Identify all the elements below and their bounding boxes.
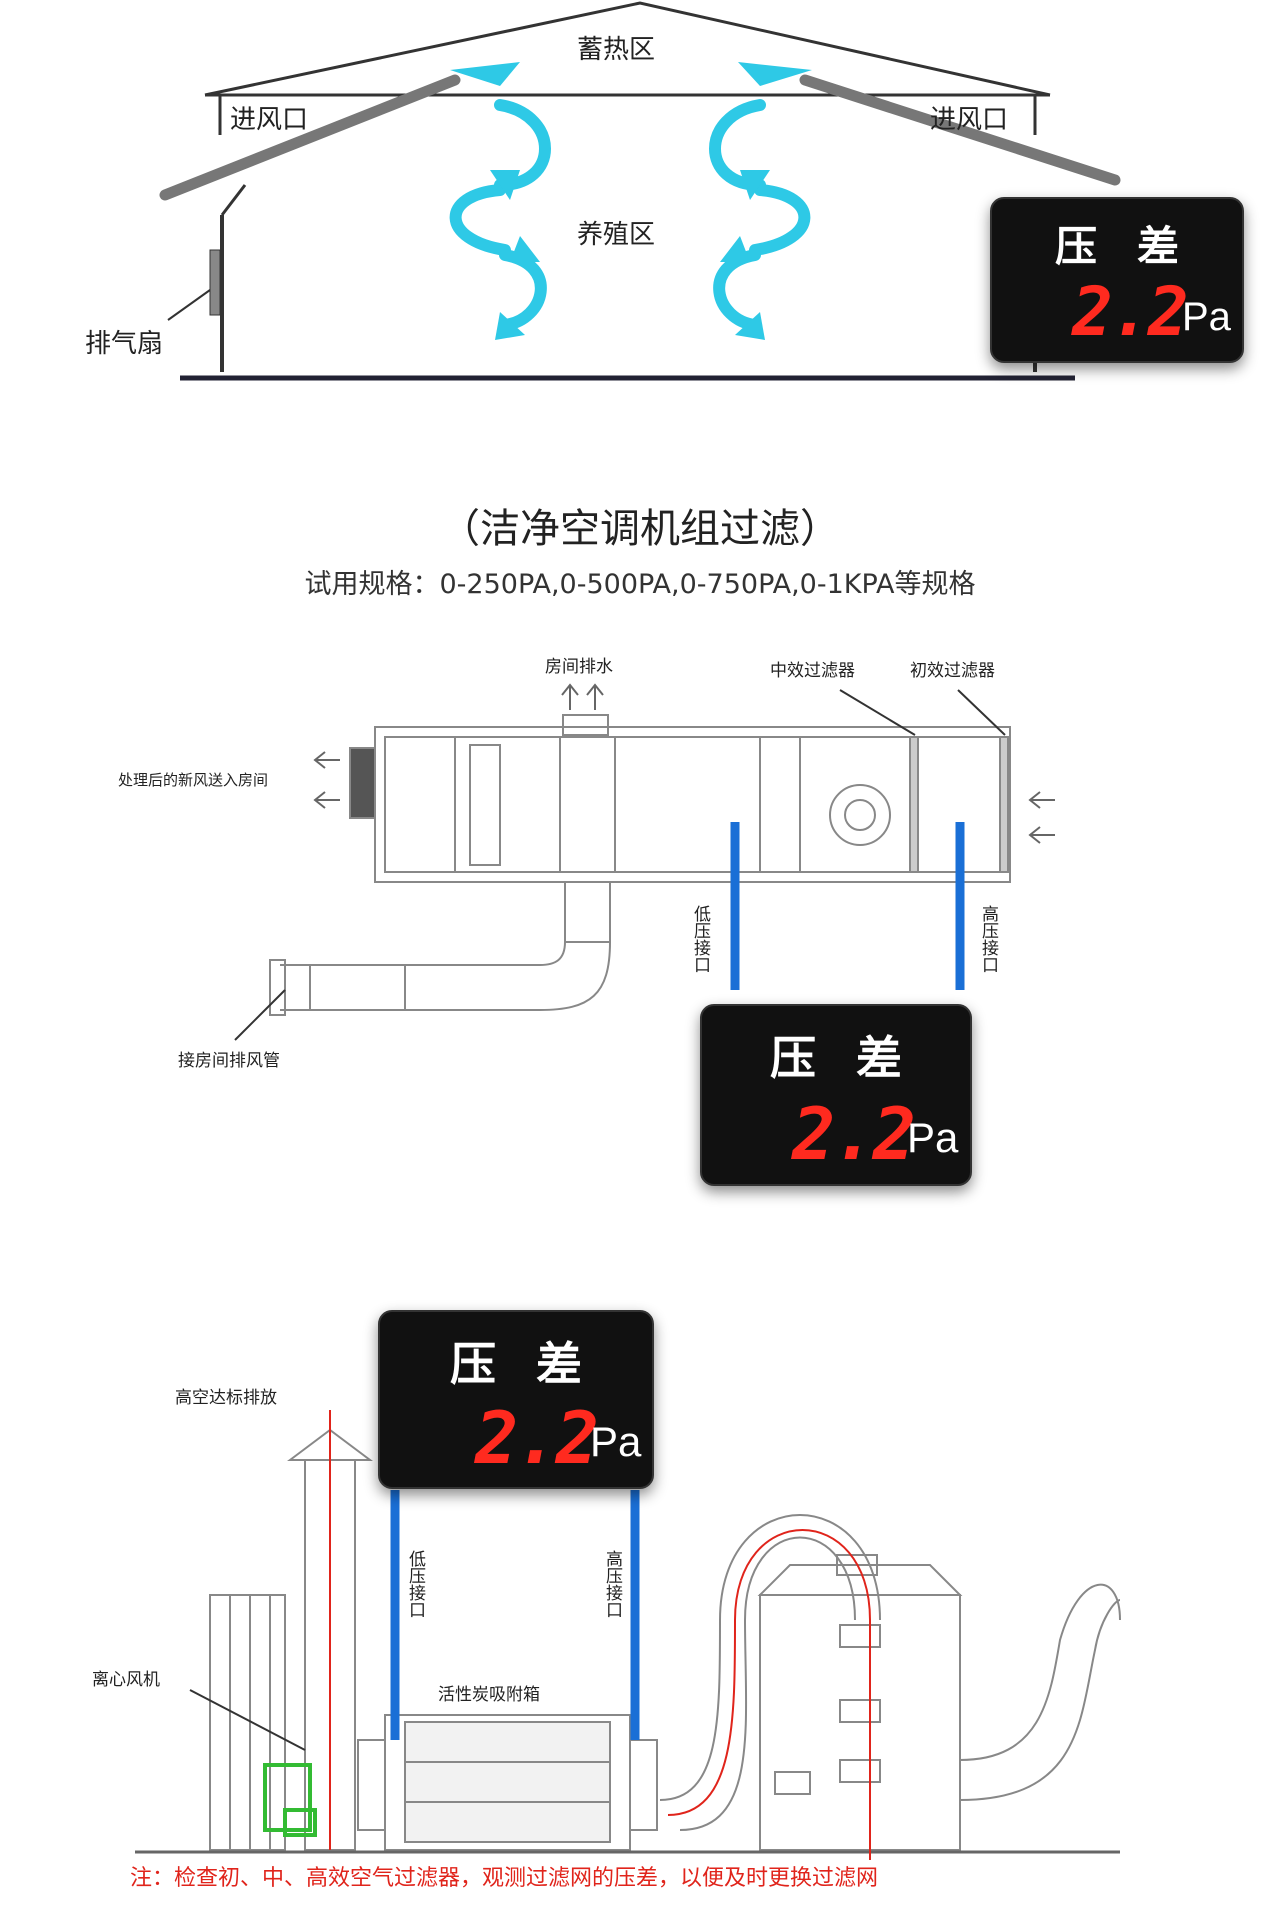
display-title: 压差 [450, 1337, 622, 1391]
label-mid-filter: 中效过滤器 [770, 661, 855, 681]
label-stack-emission: 高空达标排放 [175, 1388, 277, 1408]
section2-title: （洁净空调机组过滤） [440, 506, 840, 552]
label-high-port: 高压接口 [978, 905, 999, 973]
footer-note: 注：检查初、中、高效空气过滤器，观测过滤网的压差，以便及时更换过滤网 [130, 1866, 879, 1891]
breeding-house-diagram: 蓄热区 进风口 进风口 养殖区 排气扇 [85, 1, 1121, 381]
display-unit: Pa [590, 1418, 642, 1465]
display-unit: Pa [1182, 295, 1231, 339]
pressure-display-3: 压差 2.2 Pa [378, 1310, 654, 1489]
label-exhaust-duct: 接房间排风管 [178, 1051, 280, 1071]
label-primary-filter: 初效过滤器 [910, 661, 995, 681]
label-high-port-3: 高压接口 [602, 1550, 623, 1618]
display-title: 压差 [1054, 222, 1219, 271]
label-heat-zone: 蓄热区 [577, 35, 655, 65]
display-value: 2.2 [475, 1396, 599, 1480]
label-carbon-box: 活性炭吸附箱 [438, 1685, 540, 1705]
label-low-port: 低压接口 [690, 905, 711, 973]
label-inlet-left: 进风口 [230, 105, 308, 135]
pressure-display-2: 压差 2.2 Pa [700, 1004, 972, 1186]
display-unit: Pa [907, 1114, 959, 1161]
label-exhaust-fan: 排气扇 [85, 329, 163, 359]
pressure-display-1: 压差 2.2 Pa [990, 197, 1244, 363]
label-inlet-right: 进风口 [930, 105, 1008, 135]
display-value: 2.2 [1072, 273, 1189, 352]
label-room-drain: 房间排水 [545, 657, 613, 677]
label-centrifugal-fan: 离心风机 [92, 1670, 160, 1690]
label-low-port-3: 低压接口 [405, 1550, 426, 1618]
display-value: 2.2 [792, 1092, 916, 1176]
label-supply-air: 处理后的新风送入房间 [118, 771, 268, 789]
label-breeding-zone: 养殖区 [577, 220, 655, 250]
section2-spec: 试用规格：0-250PA,0-500PA,0-750PA,0-1KPA等规格 [304, 569, 976, 600]
display-title: 压差 [770, 1031, 942, 1085]
